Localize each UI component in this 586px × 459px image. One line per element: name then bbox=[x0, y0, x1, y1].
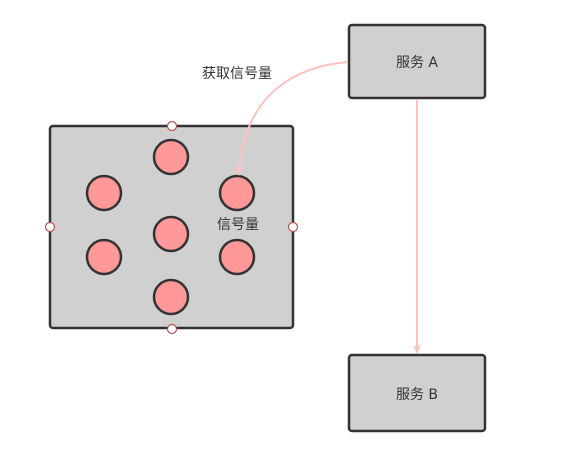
semaphore-token bbox=[85, 174, 123, 212]
resize-handle-top[interactable] bbox=[166, 120, 178, 132]
acquire-arrow-label: 获取信号量 bbox=[202, 66, 272, 82]
semaphore-token bbox=[85, 238, 123, 276]
service-b-rect[interactable] bbox=[347, 353, 487, 433]
semaphore-label: 信号量 bbox=[217, 217, 259, 233]
semaphore-token bbox=[218, 238, 256, 276]
selection-handles[interactable] bbox=[44, 120, 299, 335]
semaphore-token bbox=[152, 138, 190, 176]
service-b-node[interactable]: 服务 B bbox=[347, 353, 487, 433]
service-b-label: 服务 B bbox=[396, 387, 438, 403]
service-a-label: 服务 A bbox=[396, 55, 438, 71]
resize-handle-bottom[interactable] bbox=[166, 323, 178, 335]
semaphore-tokens bbox=[85, 138, 256, 316]
acquire-arrow[interactable] bbox=[235, 61, 349, 176]
semaphore-token bbox=[152, 215, 190, 253]
service-a-node[interactable]: 服务 A bbox=[347, 23, 487, 100]
resize-handle-right[interactable] bbox=[287, 221, 299, 233]
resize-handle-left[interactable] bbox=[44, 221, 56, 233]
semaphore-token bbox=[152, 278, 190, 316]
semaphore-token bbox=[218, 174, 256, 212]
service-a-rect[interactable] bbox=[347, 23, 487, 100]
